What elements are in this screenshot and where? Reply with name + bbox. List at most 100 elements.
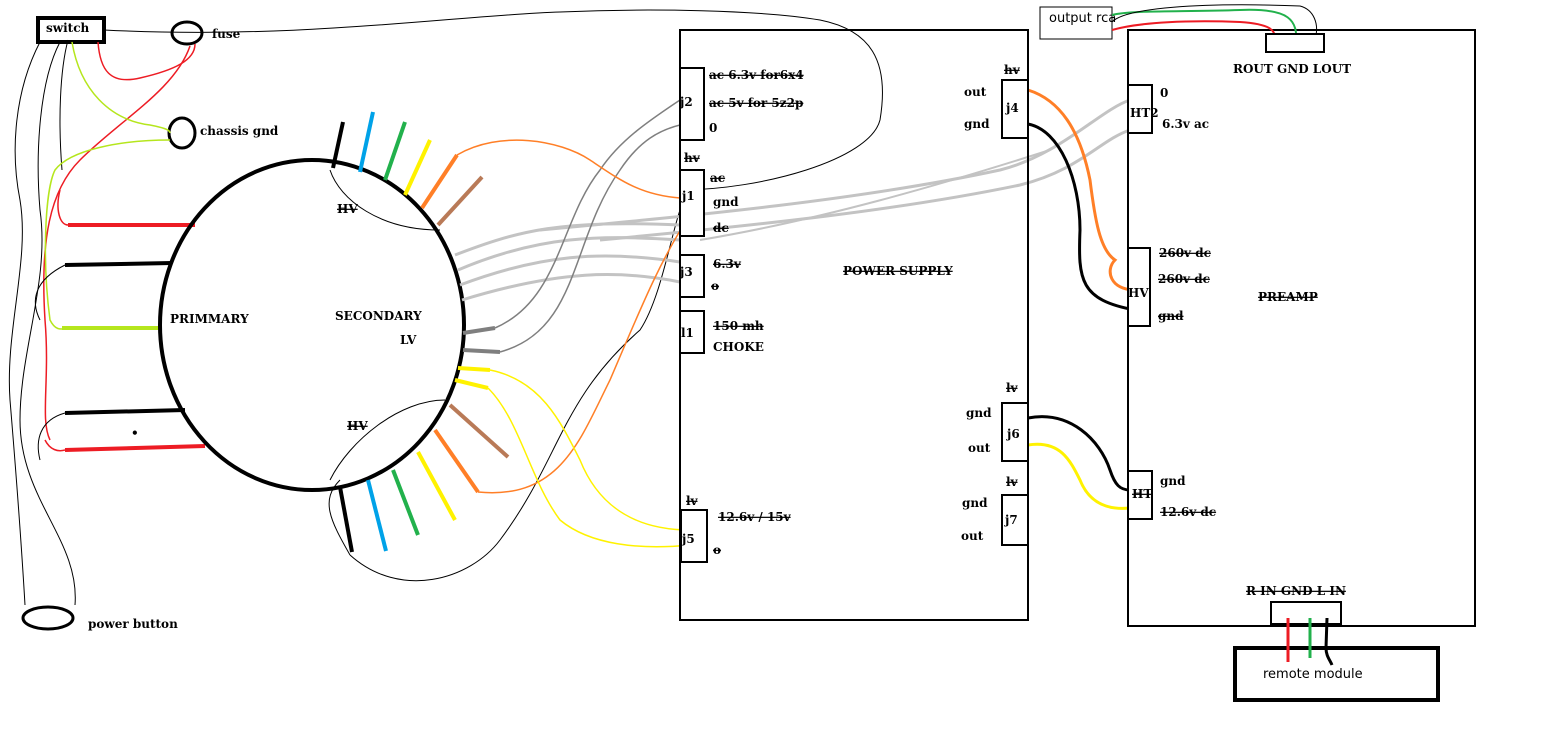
j7-line-1: gnd [962,496,988,510]
l1-line-1: 150 mh [713,319,764,333]
j7-connector [1001,494,1029,546]
j7-id: j7 [1004,513,1018,527]
sec-top-blue-lead [358,111,375,173]
red-wire-primary-bottom-lead [44,439,66,452]
bottom-outline-loop [328,479,351,556]
j4-header: hv [1004,63,1021,77]
j6-line-2: out [968,441,991,455]
left-outline-wire-2 [19,41,76,606]
light-gray-wire-4 [461,273,681,302]
j5-id: j5 [681,532,695,546]
j1-line-3: dc [713,221,729,235]
yellow-green-wire-switch [71,41,171,134]
j3-line-1: 6.3v [713,257,742,271]
black-wire-primary-bottom-lead [37,412,66,461]
preamp-hv-line-2: 260v dc [1158,272,1210,286]
red-wire-primary-top-lead [57,189,69,226]
rca-output-connector [1265,33,1325,53]
gray-wire-j2-1 [494,99,681,329]
preamp-ht-id: HT [1132,487,1152,501]
light-gray-wire-3 [459,254,681,287]
j5-line-1: 12.6v / 15v [718,510,792,524]
j5-connector [680,509,708,563]
secondary-label: SECONDARY [335,309,422,323]
fuse-label: fuse [212,27,241,41]
j5-line-2: o [713,543,721,557]
j3-connector [679,254,705,298]
light-gray-wire-to-ht2-2 [599,128,1131,242]
preamp-title: PREAMP [1258,290,1318,304]
top-outline-wire [103,9,883,191]
primary-label: PRIMMARY [170,312,249,326]
hv-bottom-outline [329,399,446,481]
output-rca-box [1039,6,1113,40]
orange-wire-j1-dc [477,214,691,494]
hv-bottom-label: HV [347,419,368,433]
j3-line-2: o [711,279,719,293]
gray-wire-j2-2 [499,124,681,353]
switch-label: switch [46,21,89,35]
light-gray-wire-2 [457,236,681,272]
preamp-hv-connector [1127,247,1151,327]
j7-header: lv [1006,475,1019,489]
black-wire-j6-gnd [1027,415,1131,492]
j2-line-3: 0 [709,121,717,135]
chassis-gnd-ring [167,116,197,150]
j1-line-2: gnd [713,195,739,209]
j1-connector [679,169,705,237]
lv-gray-lead-2 [462,348,501,354]
ht2-connector [1127,84,1153,134]
sec-bot-orange-lead [433,428,480,494]
black-wire-primary-bottom [64,408,186,415]
j3-id: j3 [679,265,693,279]
black-wire-remote [1324,617,1334,666]
black-wire-primary-top [64,261,173,267]
remote-module-box [1233,646,1440,702]
fuse-ring [170,20,204,46]
j4-id: j4 [1005,101,1019,115]
preamp-ht-line-1: gnd [1160,474,1186,488]
red-wire-fuse-down [43,45,191,441]
sec-bot-blue-lead [366,479,388,552]
lv-label: LV [400,333,417,347]
j6-line-1: gnd [966,406,992,420]
power-supply-title: POWER SUPPLY [843,264,953,278]
sec-bot-green-lead [391,469,420,536]
j7-line-2: out [961,529,984,543]
red-wire-rca [1111,20,1277,41]
j4-line-2: gnd [964,117,990,131]
output-rca-label: output rca [1049,11,1116,26]
input-header-label: R IN GND L IN [1246,584,1346,598]
j1-line-1: ac [710,171,725,185]
left-outline-wire-1 [8,41,41,606]
input-connector [1270,601,1342,625]
sec-top-orange-lead [420,153,459,210]
j4-line-1: out [964,85,987,99]
j1-header: hv [684,151,701,165]
power-button-ring [21,605,75,631]
light-gray-wire-to-ht2-3 [699,149,1051,241]
j2-line-1: ac 6.3v for6x4 [709,68,804,82]
yellow-green-wire-chassis [44,139,171,330]
transformer-core [158,158,466,492]
sec-bot-brown-lead [448,403,510,459]
rca-header-label: ROUT GND LOUT [1233,62,1351,76]
j2-line-2: ac 5v for 5z2p [709,96,803,110]
l1-line-2: CHOKE [713,340,764,354]
orange-wire-j4-hv [1027,88,1136,292]
red-wire-primary-bottom [64,444,206,452]
left-outline-wire-3 [59,39,69,171]
primary-dot: • [131,426,139,440]
ht2-line-2: 6.3v ac [1162,117,1209,131]
j2-connector [679,67,705,141]
j4-connector [1001,79,1029,139]
yellow-wire-j5-1 [489,369,691,531]
sec-top-green-lead [383,121,407,181]
preamp-board [1127,29,1476,627]
sec-bot-yellow-lead [416,451,457,521]
lv-yellow-lead-2 [454,378,489,390]
power-button-label: power button [88,617,178,631]
preamp-hv-line-3: gnd [1158,309,1184,323]
j2-id: j2 [679,95,693,109]
chassis-gnd-label: chassis gnd [200,124,279,138]
